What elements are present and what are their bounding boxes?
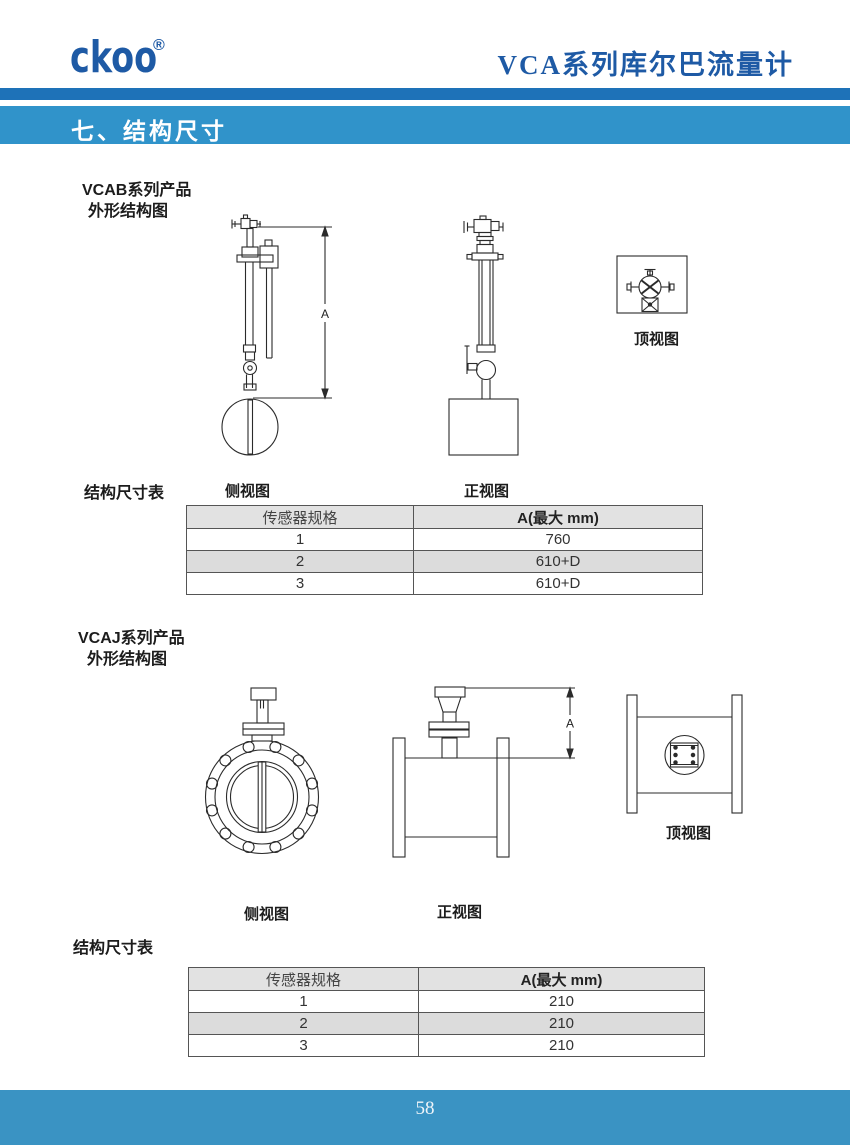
page-header-title: VCA系列库尔巴流量计 <box>497 50 794 80</box>
brand-logo: ckoo <box>70 32 158 83</box>
registered-trademark-icon: ® <box>153 37 165 54</box>
vcab-front-view-label: 正视图 <box>464 483 510 500</box>
table-cell: 210 <box>418 1012 705 1035</box>
header-divider-bar <box>0 88 850 100</box>
table-cell: 610+D <box>413 572 703 595</box>
vcaj-top-view-drawing <box>626 694 743 814</box>
table-header-cell: 传感器规格 <box>186 505 414 529</box>
table-cell: 2 <box>188 1012 419 1035</box>
table-cell: 1 <box>188 990 419 1013</box>
table-cell: 3 <box>186 572 414 595</box>
table-header-cell: A(最大 mm) <box>413 505 703 529</box>
vcab-dim-label: A <box>321 307 329 321</box>
vcaj-side-view-label: 侧视图 <box>244 906 290 923</box>
vcaj-side-view-drawing <box>204 687 320 855</box>
vcaj-top-view-label: 顶视图 <box>666 825 712 842</box>
table-cell: 210 <box>418 1034 705 1057</box>
vcab-side-view-label: 侧视图 <box>225 483 271 500</box>
vcaj-series-label: VCAJ系列产品 外形结构图 <box>78 628 185 670</box>
table-cell: 1 <box>186 528 414 551</box>
vcaj-front-view-drawing: A <box>392 686 577 858</box>
vcaj-front-view-label: 正视图 <box>437 904 483 921</box>
bolt-holes <box>205 740 319 854</box>
table-cell: 210 <box>418 990 705 1013</box>
table-cell: 2 <box>186 550 414 573</box>
table-cell: 3 <box>188 1034 419 1057</box>
table-cell: 760 <box>413 528 703 551</box>
vcab-side-view-drawing: A <box>221 214 332 456</box>
vcaj-series-label-line2: 外形结构图 <box>87 651 168 668</box>
vcaj-dim-label: A <box>566 717 574 731</box>
page-number: 58 <box>415 1098 435 1119</box>
section-title: 七、结构尺寸 <box>71 118 227 144</box>
footer-bar: 58 <box>0 1090 850 1145</box>
table-header-cell: A(最大 mm) <box>418 967 705 991</box>
vcab-top-view-drawing <box>616 255 688 314</box>
vcaj-series-label-line1: VCAJ系列产品 <box>78 630 185 647</box>
vcab-series-label-line1: VCAB系列产品 <box>82 182 192 199</box>
vcab-series-label: VCAB系列产品 外形结构图 <box>82 180 191 222</box>
table-header-cell: 传感器规格 <box>188 967 419 991</box>
section-title-bar: 七、结构尺寸 <box>0 106 850 144</box>
vcab-series-label-line2: 外形结构图 <box>88 203 169 220</box>
vcab-top-view-label: 顶视图 <box>634 331 680 348</box>
vcaj-table-label: 结构尺寸表 <box>73 940 154 957</box>
vcab-front-view-drawing <box>448 215 519 456</box>
table-cell: 610+D <box>413 550 703 573</box>
vcab-table-label: 结构尺寸表 <box>84 485 165 502</box>
